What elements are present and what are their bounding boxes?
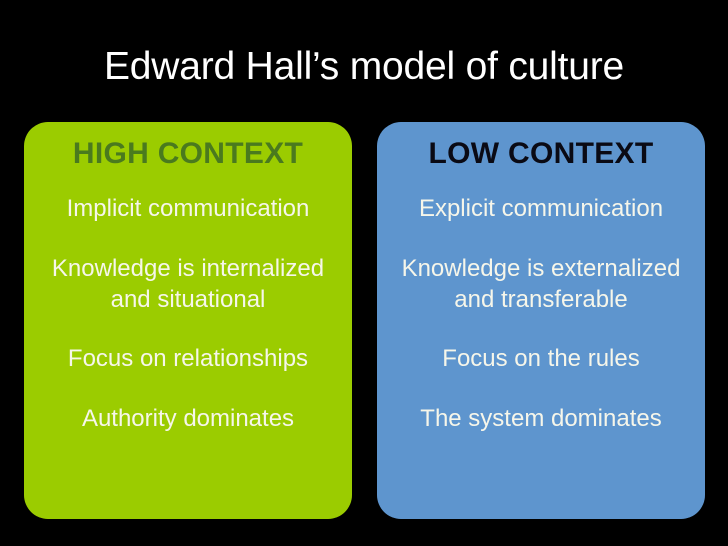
panel-low-context-header: LOW CONTEXT	[428, 137, 654, 170]
panel-high-context-header: HIGH CONTEXT	[72, 137, 304, 170]
panel-high-context-line-4: Authority dominates	[81, 405, 295, 432]
panel-low-context-line-4: The system dominates	[420, 405, 662, 432]
panel-low-context-line-1: Explicit communication	[418, 195, 664, 222]
panel-high-context-line-2: Knowledge is internalized and situationa…	[51, 255, 325, 313]
panel-low-context-line-3: Focus on the rules	[442, 345, 640, 372]
panel-high-context-line-3: Focus on relationships	[67, 345, 309, 372]
panel-high-context: HIGH CONTEXT Implicit communication Know…	[24, 122, 352, 519]
panel-low-context: LOW CONTEXT Explicit communication Knowl…	[377, 122, 705, 519]
page-title: Edward Hall’s model of culture	[103, 45, 625, 88]
comparison-panels: HIGH CONTEXT Implicit communication Know…	[24, 122, 705, 519]
panel-high-context-line-1: Implicit communication	[66, 195, 310, 222]
panel-low-context-line-2: Knowledge is externalized and transferab…	[401, 255, 681, 313]
